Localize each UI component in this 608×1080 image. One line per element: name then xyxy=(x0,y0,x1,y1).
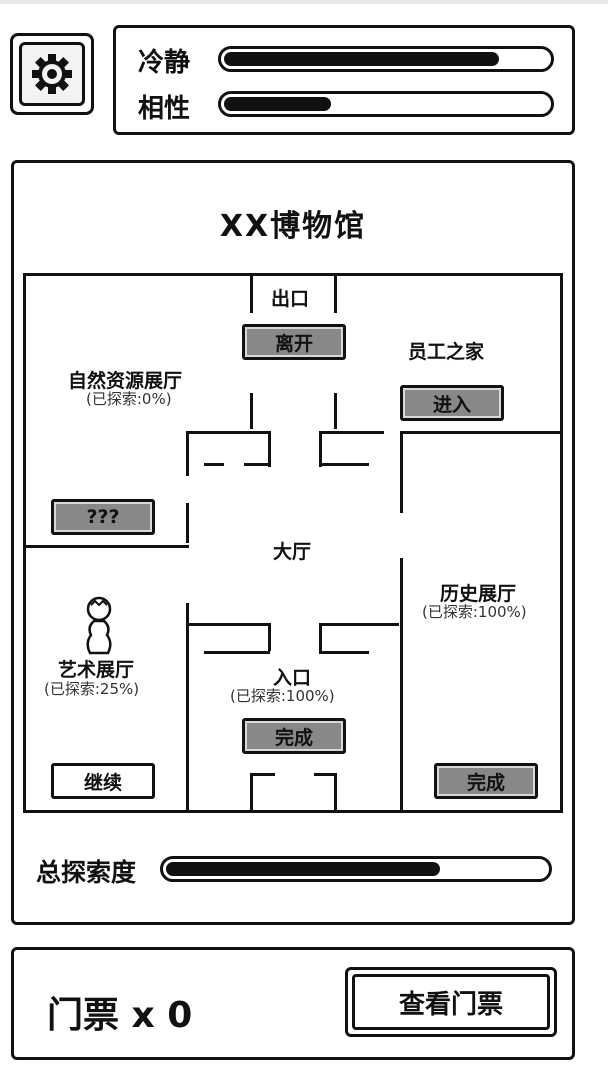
wall xyxy=(26,545,189,548)
total-exploration-bar xyxy=(160,856,552,882)
main-hall-label: 大厅 xyxy=(273,541,312,563)
wall xyxy=(319,623,399,626)
map-frame xyxy=(23,273,563,813)
calm-bar xyxy=(218,46,554,72)
wall xyxy=(186,603,189,813)
ticket-count: 门票 x 0 xyxy=(47,995,193,1036)
wall xyxy=(319,463,369,466)
wall xyxy=(319,431,384,434)
wall xyxy=(334,773,337,813)
wall xyxy=(319,651,369,654)
wall xyxy=(186,503,189,543)
wall xyxy=(204,651,270,654)
art-continue-button[interactable]: 继续 xyxy=(51,763,155,799)
wall xyxy=(186,431,189,476)
unknown-hall-button[interactable]: ??? xyxy=(51,499,155,535)
exit-label: 出口 xyxy=(271,288,310,310)
wall xyxy=(268,623,271,651)
wall xyxy=(268,431,271,467)
nature-hall-label: 自然资源展厅 xyxy=(68,370,183,392)
wall xyxy=(319,623,322,651)
leave-button[interactable]: 离开 xyxy=(242,324,346,360)
calm-bar-fill xyxy=(224,52,499,66)
entrance-progress: (已探索:100%) xyxy=(230,687,335,705)
affinity-bar-fill xyxy=(224,97,331,111)
wall xyxy=(204,463,224,466)
nature-hall-progress: (已探索:0%) xyxy=(86,390,172,408)
player-pawn-icon xyxy=(81,593,117,659)
settings-button[interactable] xyxy=(10,33,94,115)
total-exploration-label: 总探索度 xyxy=(36,858,137,887)
affinity-label: 相性 xyxy=(138,94,191,124)
museum-title: XX博物馆 xyxy=(219,209,367,244)
history-complete-button[interactable]: 完成 xyxy=(434,763,538,799)
staff-room-label: 员工之家 xyxy=(408,341,485,363)
art-hall-progress: (已探索:25%) xyxy=(44,680,140,698)
affinity-bar xyxy=(218,91,554,117)
view-ticket-button[interactable]: 查看门票 xyxy=(345,967,557,1037)
stats-panel: 冷静 相性 xyxy=(113,25,575,135)
wall xyxy=(186,431,271,434)
wall xyxy=(319,431,322,467)
wall xyxy=(250,773,275,776)
museum-panel: XX博物馆 出口 离开 员工之家 进入 自然资源展厅 (已探索:0%) ??? … xyxy=(11,160,575,925)
art-hall-label: 艺术展厅 xyxy=(58,659,135,681)
ticket-panel: 门票 x 0 查看门票 xyxy=(11,947,575,1060)
wall xyxy=(186,623,271,626)
wall xyxy=(400,431,403,513)
total-exploration-bar-fill xyxy=(166,862,440,876)
view-ticket-label[interactable]: 查看门票 xyxy=(352,974,550,1030)
calm-label: 冷静 xyxy=(138,48,191,78)
settings-button-face[interactable] xyxy=(19,42,85,106)
enter-staff-room-button[interactable]: 进入 xyxy=(400,385,504,421)
wall xyxy=(250,393,253,429)
top-divider xyxy=(0,0,608,4)
history-hall-label: 历史展厅 xyxy=(440,583,517,605)
gear-icon xyxy=(32,54,72,94)
wall xyxy=(334,393,337,429)
entrance-label: 入口 xyxy=(273,667,312,689)
wall xyxy=(400,431,563,434)
wall xyxy=(334,273,337,313)
wall xyxy=(250,773,253,813)
wall xyxy=(314,773,336,776)
wall xyxy=(250,273,253,313)
wall xyxy=(400,558,403,813)
history-hall-progress: (已探索:100%) xyxy=(422,603,527,621)
entrance-complete-button[interactable]: 完成 xyxy=(242,718,346,754)
wall xyxy=(244,463,269,466)
